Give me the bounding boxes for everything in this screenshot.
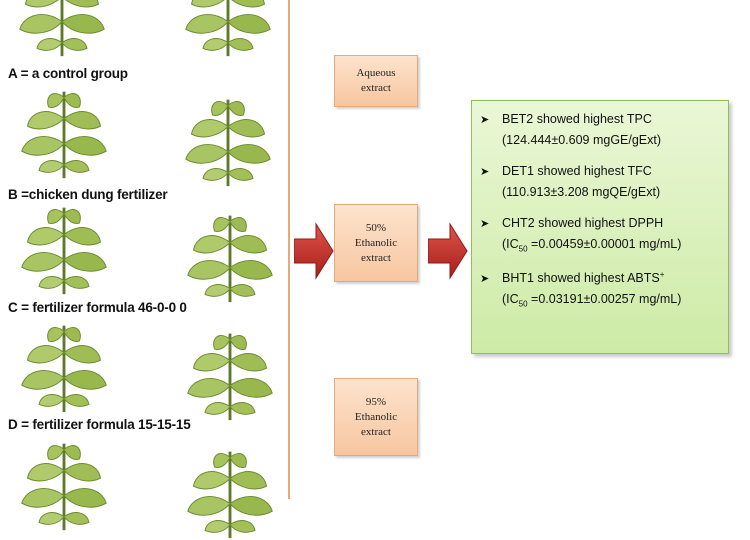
plant-icon [182,444,278,540]
result-title: CHT2 showed highest DPPH [502,216,664,230]
result-title-superscript: + [659,270,665,279]
result-detail-value: =0.03191±0.00257 mg/mL) [527,292,682,307]
plant-icon [16,436,112,532]
result-item: ➤ BET2 showed highest TPC (124.444±0.609 … [480,109,661,150]
results-box: ➤ BET2 showed highest TPC (124.444±0.609 … [471,100,729,354]
result-detail-prefix: (IC [502,292,519,307]
plant-icon [16,200,112,296]
result-detail: (110.913±3.208 mgQE/gExt) [502,185,661,199]
result-detail-subscript: 50 [518,299,528,309]
plant-icon [182,326,278,422]
panel-divider [288,0,290,499]
plant-icon [180,92,276,188]
right-arrow-icon [428,222,468,280]
result-item: ➤ BHT1 showed highest ABTS+ (IC50 =0.0319… [480,265,681,315]
arrow-bullet-icon: ➤ [480,273,490,286]
group-label-c: C = fertilizer formula 46-0-0 0 [8,300,187,315]
result-item: ➤ CHT2 showed highest DPPH (IC50 =0.00459… [480,213,681,260]
result-detail: (124.444±0.609 mgGE/gExt) [502,133,662,147]
arrow-bullet-icon: ➤ [480,218,490,230]
plant-icon [14,0,110,58]
extract-box-aqueous: Aqueous extract [334,55,418,107]
extract-label: 50% Ethanolic extract [354,221,398,264]
result-title: BET2 showed highest TPC [502,112,652,126]
result-detail-subscript: 50 [518,244,528,254]
result-title: DET1 showed highest TFC [502,164,652,178]
extract-box-95-ethanolic: 95% Ethanolic extract [334,378,418,456]
right-arrow-icon [294,222,334,280]
result-title: BHT1 showed highest ABTS [502,271,660,286]
group-label-b: B =chicken dung fertilizer [8,187,168,202]
plant-icon [180,0,276,58]
result-detail-prefix: (IC [502,237,519,251]
result-detail-value: =0.00459±0.00001 mg/mL) [527,237,682,251]
arrow-bullet-icon: ➤ [480,114,490,126]
result-item: ➤ DET1 showed highest TFC (110.913±3.208 … [480,161,660,202]
group-label-d: D = fertilizer formula 15-15-15 [8,417,191,432]
group-label-a: A = a control group [8,66,128,81]
fertilizer-groups-panel: A = a control group B =chicken dung fert… [0,0,288,499]
plant-icon [16,318,112,414]
extract-box-50-ethanolic: 50% Ethanolic extract [334,204,418,282]
plant-icon [182,208,278,304]
result-detail: (IC50 =0.00459±0.00001 mg/mL) [480,234,681,260]
result-detail: (IC50 =0.03191±0.00257 mg/mL) [480,289,681,315]
extract-label: Aqueous extract [356,67,396,94]
extract-label: 95% Ethanolic extract [354,395,398,438]
plant-icon [16,84,112,180]
arrow-bullet-icon: ➤ [480,166,490,178]
